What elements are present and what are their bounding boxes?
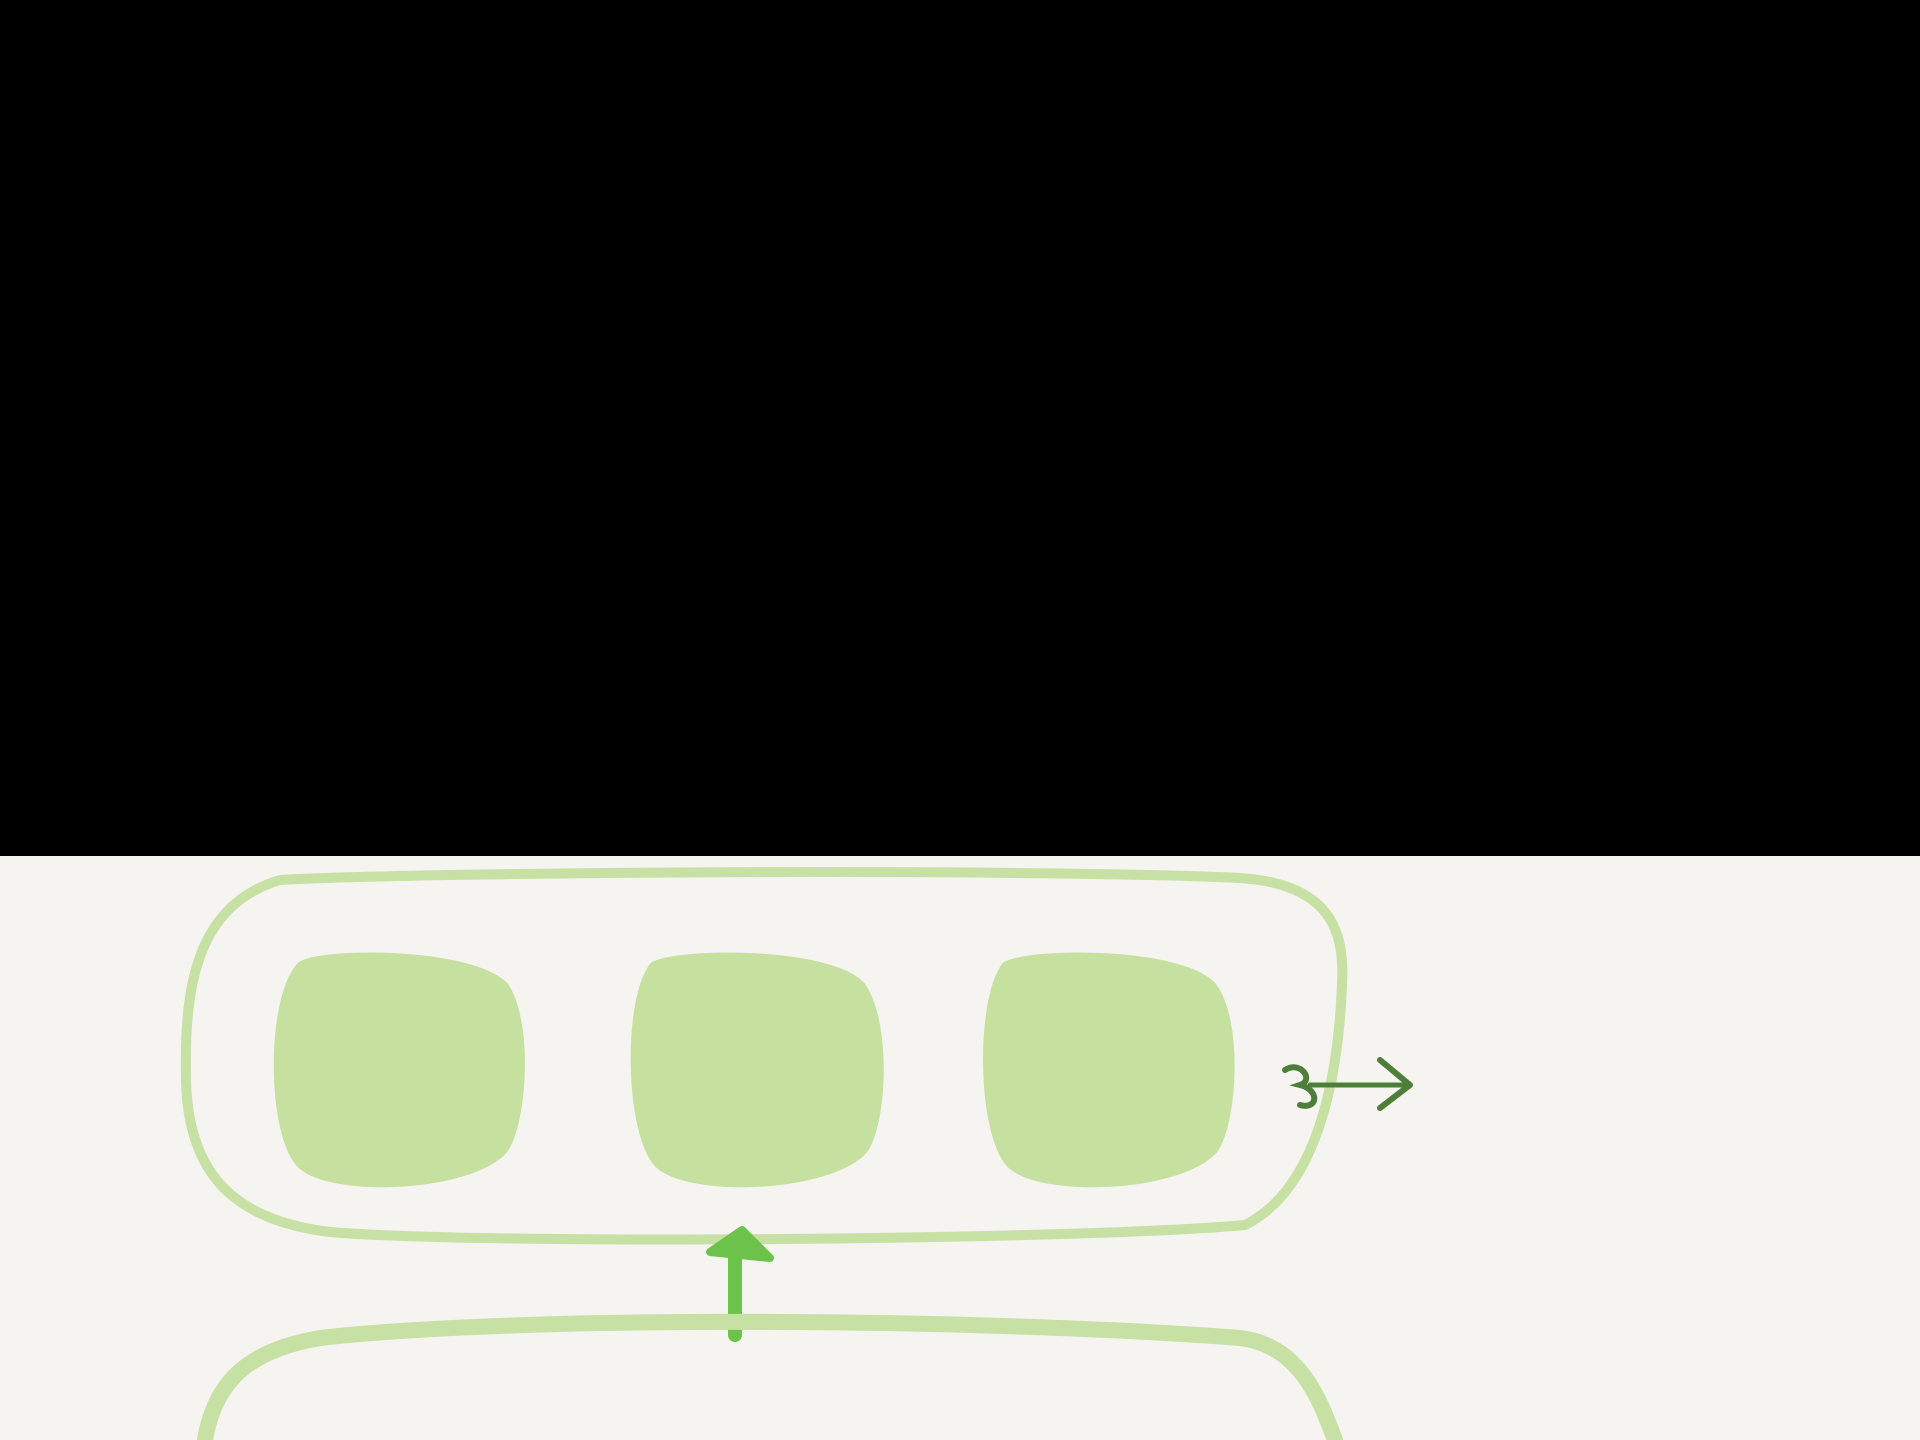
node-1[interactable] (273, 952, 525, 1188)
upper-container (180, 867, 1348, 1245)
lower-container (197, 1313, 1343, 1440)
brace-arrow-icon (1282, 1057, 1413, 1111)
node-3[interactable] (983, 952, 1235, 1188)
node-2[interactable] (630, 952, 884, 1188)
black-letterbox (0, 0, 1920, 856)
